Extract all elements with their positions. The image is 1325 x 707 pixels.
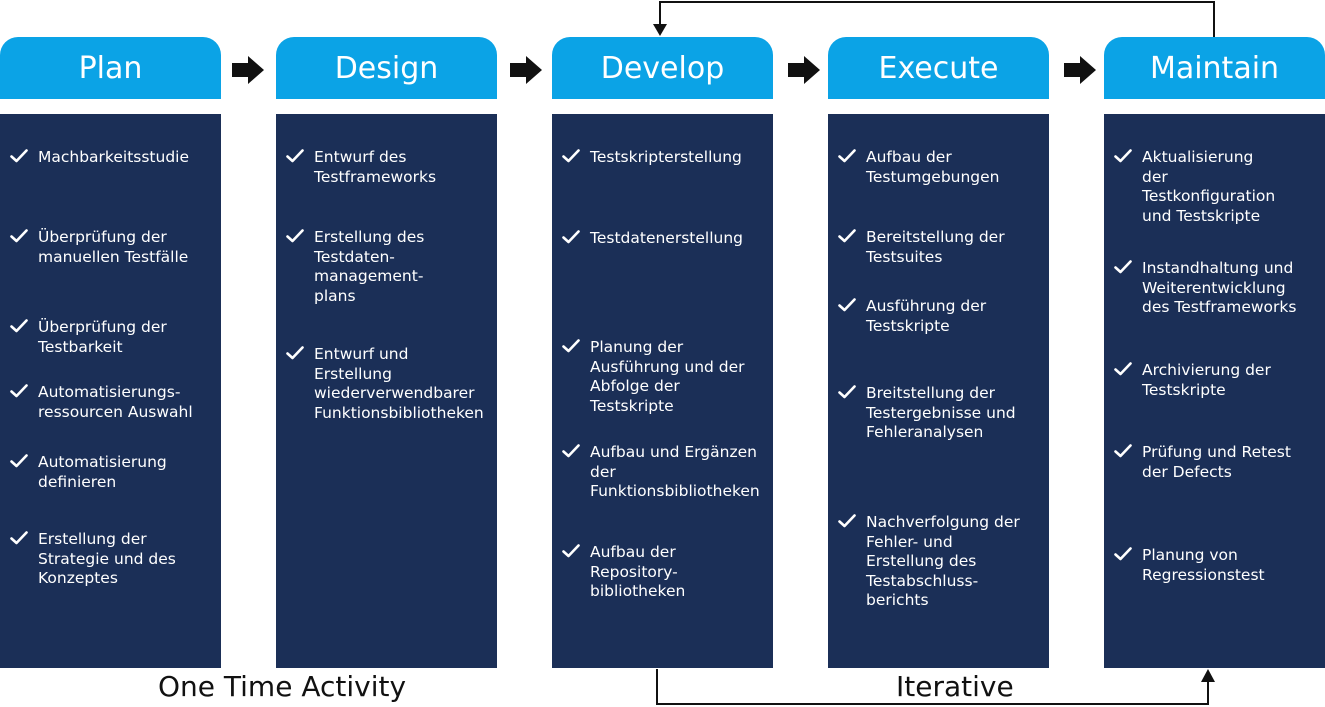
- plan-item: Automatisierung definieren: [10, 453, 215, 492]
- check-icon: [10, 454, 38, 468]
- arrow-right-icon: [232, 56, 264, 84]
- phase-title-develop: Develop: [600, 50, 725, 86]
- check-icon: [562, 149, 590, 163]
- phase-title-maintain: Maintain: [1149, 50, 1280, 86]
- one-time-activity-label: One Time Activity: [158, 670, 407, 703]
- develop-item: Planung der Ausführung und der Abfolge d…: [562, 338, 767, 416]
- phase-header-design: Design: [276, 37, 497, 99]
- execute-item: Nachverfolgung der Fehler- und Erstellun…: [838, 513, 1043, 611]
- execute-item: Breitstellung der Testergebnisse und Feh…: [838, 384, 1043, 443]
- iterative-bracket-arrowhead: [1201, 669, 1215, 682]
- phase-header-maintain: Maintain: [1104, 37, 1325, 99]
- check-icon: [1114, 547, 1142, 561]
- phase-body-maintain: Aktualisierung der Testkonfiguration und…: [1104, 114, 1325, 668]
- maintain-item: Aktualisierung der Testkonfiguration und…: [1114, 148, 1319, 226]
- check-icon: [562, 339, 590, 353]
- plan-item: Machbarkeitsstudie: [10, 148, 215, 168]
- plan-item: Überprüfung der manuellen Testfälle: [10, 228, 215, 267]
- check-icon: [286, 149, 314, 163]
- execute-item: Ausführung der Testskripte: [838, 297, 1043, 336]
- arrow-right-icon: [788, 56, 820, 84]
- design-item: Erstellung des Testdaten- management- pl…: [286, 228, 491, 306]
- arrow-right-icon: [1064, 56, 1096, 84]
- iteration-loop-line: [659, 1, 1215, 37]
- maintain-item: Instandhaltung und Weiterentwicklung des…: [1114, 259, 1319, 318]
- plan-item: Automatisierungs- ressourcen Auswahl: [10, 383, 215, 422]
- check-icon: [562, 230, 590, 244]
- check-icon: [838, 149, 866, 163]
- iterative-label: Iterative: [896, 670, 1014, 703]
- iteration-loop-arrowhead: [653, 24, 667, 36]
- check-icon: [1114, 362, 1142, 376]
- check-icon: [10, 229, 38, 243]
- iterative-bracket-line: [656, 669, 1209, 705]
- develop-item: Aufbau und Ergänzen der Funktionsbibliot…: [562, 443, 767, 502]
- check-icon: [838, 385, 866, 399]
- check-icon: [10, 319, 38, 333]
- phase-header-plan: Plan: [0, 37, 221, 99]
- check-icon: [286, 229, 314, 243]
- maintain-item: Prüfung und Retest der Defects: [1114, 443, 1319, 482]
- check-icon: [1114, 444, 1142, 458]
- plan-item: Überprüfung der Testbarkeit: [10, 318, 215, 357]
- check-icon: [562, 444, 590, 458]
- check-icon: [1114, 149, 1142, 163]
- phase-title-execute: Execute: [878, 50, 999, 86]
- phase-body-plan: Machbarkeitsstudie Überprüfung der manue…: [0, 114, 221, 668]
- design-item: Entwurf und Erstellung wiederverwendbare…: [286, 345, 491, 423]
- develop-item: Aufbau der Repository- bibliotheken: [562, 543, 767, 602]
- phase-header-develop: Develop: [552, 37, 773, 99]
- check-icon: [10, 384, 38, 398]
- phase-title-plan: Plan: [78, 50, 143, 86]
- maintain-item: Planung von Regressionstest: [1114, 546, 1319, 585]
- check-icon: [286, 346, 314, 360]
- check-icon: [10, 531, 38, 545]
- check-icon: [562, 544, 590, 558]
- check-icon: [1114, 260, 1142, 274]
- arrow-right-icon: [510, 56, 542, 84]
- execute-item: Bereitstellung der Testsuites: [838, 228, 1043, 267]
- check-icon: [10, 149, 38, 163]
- check-icon: [838, 514, 866, 528]
- phase-body-develop: Testskripterstellung Testdatenerstellung…: [552, 114, 773, 668]
- develop-item: Testdatenerstellung: [562, 229, 767, 249]
- phase-header-execute: Execute: [828, 37, 1049, 99]
- execute-item: Aufbau der Testumgebungen: [838, 148, 1043, 187]
- phase-body-design: Entwurf des Testframeworks Erstellung de…: [276, 114, 497, 668]
- develop-item: Testskripterstellung: [562, 148, 767, 168]
- check-icon: [838, 298, 866, 312]
- phase-title-design: Design: [334, 50, 439, 86]
- plan-item: Erstellung der Strategie und des Konzept…: [10, 530, 215, 589]
- check-icon: [838, 229, 866, 243]
- phase-body-execute: Aufbau der Testumgebungen Bereitstellung…: [828, 114, 1049, 668]
- design-item: Entwurf des Testframeworks: [286, 148, 491, 187]
- maintain-item: Archivierung der Testskripte: [1114, 361, 1319, 400]
